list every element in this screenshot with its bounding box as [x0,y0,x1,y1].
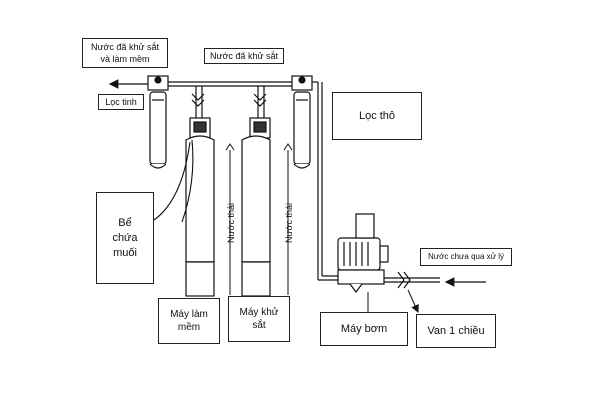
softener-label: Máy làm mềm [158,298,220,344]
coarse-filter-label: Lọc thô [332,92,422,140]
waste-drains [225,143,293,295]
raw-water-label: Nước chưa qua xử lý [420,248,512,266]
waste-water-label-1: Nước thải [226,203,236,243]
iron-remover-label: Máy khử sắt [228,296,290,342]
iron-removed-water-label: Nước đã khử sắt [204,48,284,64]
brine-tank-label: Bể chứa muối [96,192,154,284]
waste-water-label-2: Nước thải [284,203,294,243]
iron-remover-tank [241,117,271,297]
fine-filter-label: Lọc tinh [98,94,144,110]
check-valve-assembly [384,271,440,289]
fine-filter-housing [147,75,169,169]
coarse-filter-housing [291,75,313,169]
header-pipe [168,81,300,87]
softened-water-label: Nước đã khử sắt và làm mềm [82,38,168,68]
check-valve-label: Van 1 chiều [416,314,496,348]
pointer-arrows [367,289,419,313]
pump-label: Máy bơm [320,312,408,346]
brine-line [153,139,194,223]
softener-tank [185,117,215,297]
tank-valves [191,86,267,118]
pump-unit [337,213,389,293]
